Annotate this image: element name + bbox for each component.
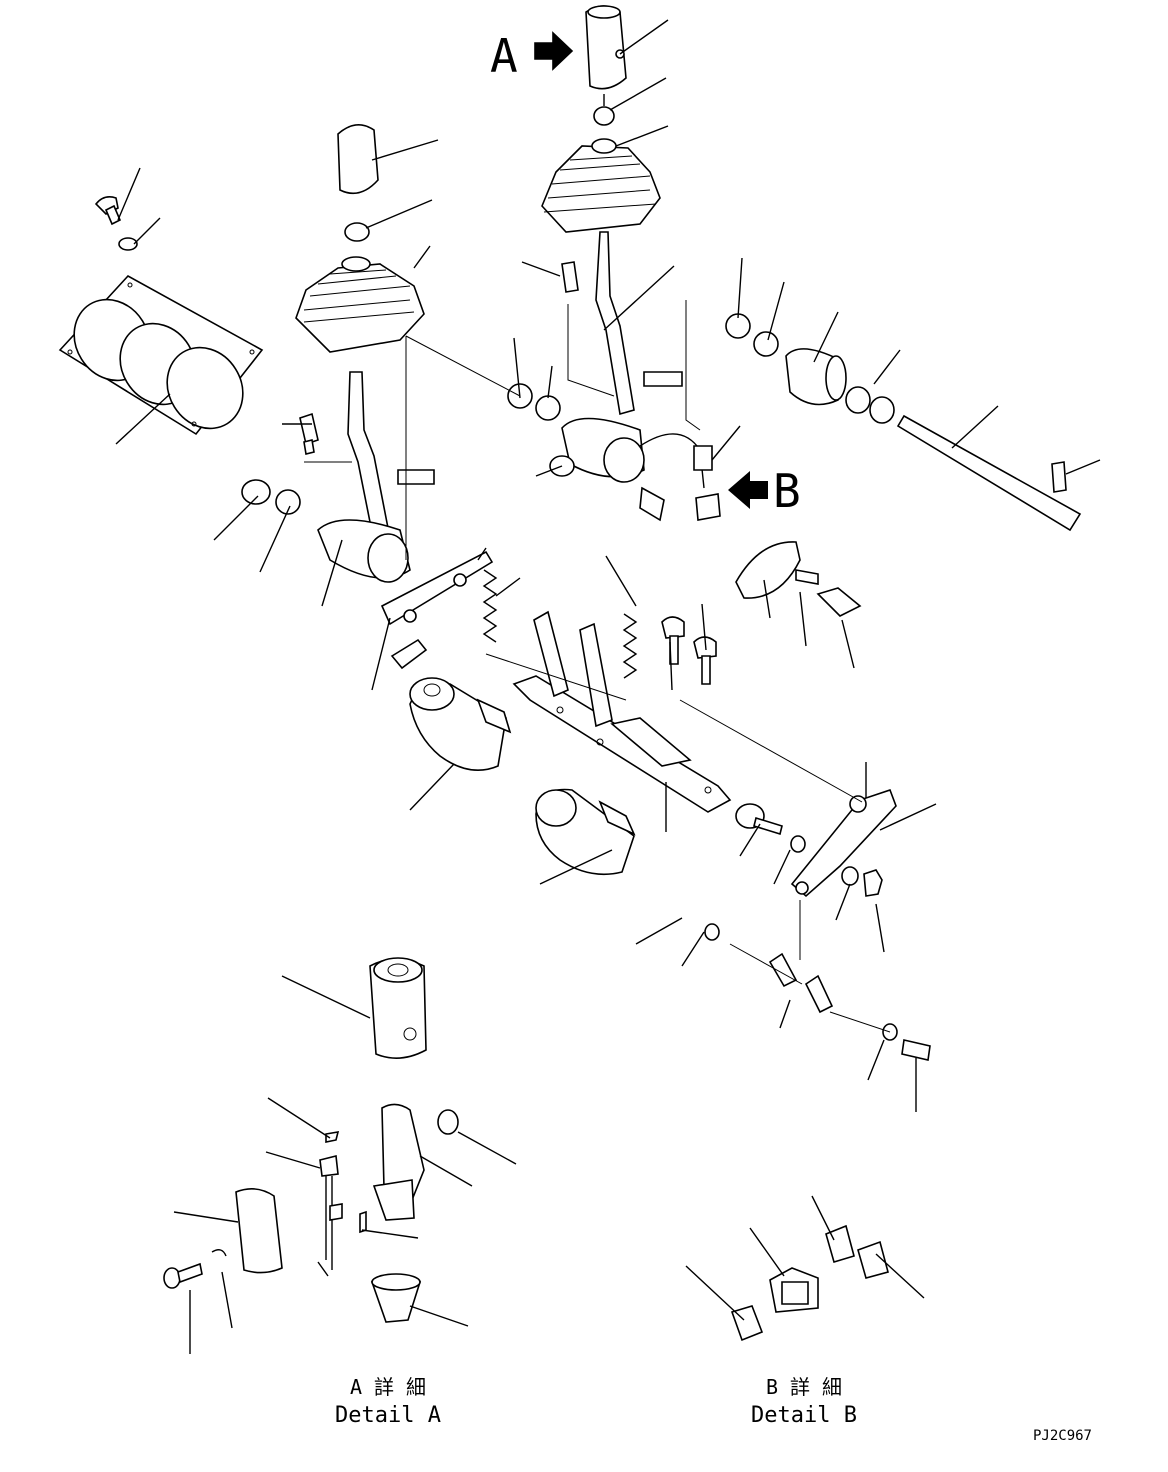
view-b-arrow — [728, 471, 768, 509]
detail-a-label-jp: A 詳 細 — [350, 1375, 426, 1399]
right-lever-boot — [542, 139, 660, 232]
view-b-label: B — [773, 464, 801, 518]
shaft-pin — [898, 416, 1080, 530]
right-bushings — [508, 314, 778, 476]
center-springs — [624, 614, 636, 678]
detail-b-label-en: Detail B — [751, 1403, 857, 1428]
right-lever-knob — [586, 6, 626, 125]
assembly-guide-lines — [304, 300, 890, 1032]
plate-right — [736, 542, 860, 616]
left-bushings — [242, 480, 300, 514]
linkage-rods — [705, 924, 930, 1060]
left-spring — [484, 570, 496, 642]
left-lever-shaft — [348, 372, 434, 532]
detail-a-screw — [164, 1250, 226, 1288]
detail-a-switch — [320, 1132, 366, 1270]
left-lever-boot — [296, 257, 424, 352]
left-lever-knob — [338, 125, 378, 241]
left-cylinder — [410, 678, 510, 770]
detail-a-label-en: Detail A — [335, 1403, 441, 1428]
right-lever-shaft — [596, 232, 682, 414]
base-bracket — [514, 612, 730, 812]
left-lever-bracket — [318, 520, 492, 624]
linkage-pin — [736, 804, 882, 896]
detail-b-label-jp: B 詳 細 — [766, 1375, 842, 1399]
detail-a-knob — [370, 958, 426, 1058]
drawing-number: PJ2C967 — [1033, 1428, 1092, 1444]
washers — [846, 387, 894, 423]
center-cylinder — [536, 790, 634, 875]
right-switch — [562, 262, 578, 292]
detail-a-cover — [236, 1189, 282, 1273]
right-lever-tube — [562, 418, 664, 520]
wire-connector-b — [640, 434, 720, 520]
gasket-plate — [59, 276, 262, 443]
left-link — [392, 640, 426, 668]
detail-a-housing — [374, 1104, 458, 1220]
leader-lines — [116, 20, 1100, 1354]
linkage-arm — [792, 790, 896, 896]
gasket-screw — [96, 197, 137, 250]
detail-a-cap — [372, 1274, 420, 1322]
view-a-label: A — [490, 29, 518, 83]
sleeve — [786, 349, 846, 405]
view-a-arrow — [535, 33, 572, 69]
center-bolts — [662, 617, 716, 684]
detail-b-connector — [770, 1268, 818, 1312]
detail-b-terminals — [732, 1226, 888, 1340]
left-switch — [300, 414, 318, 454]
